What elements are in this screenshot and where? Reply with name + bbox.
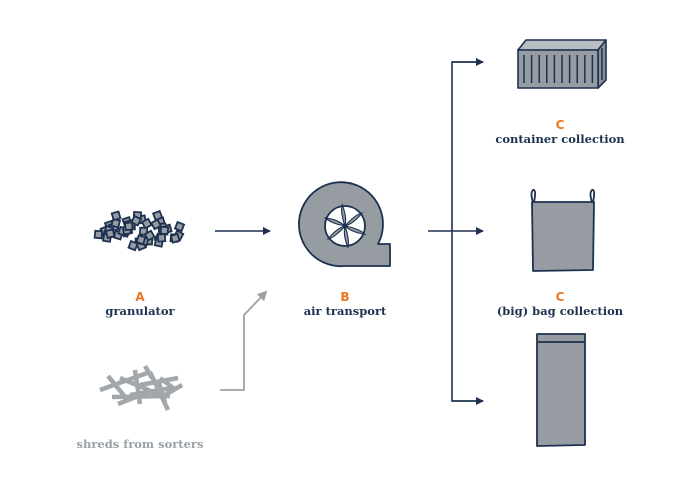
shred-piece	[163, 383, 184, 397]
fan-blade	[326, 224, 347, 240]
granule	[151, 209, 164, 222]
air-transport-label: B air transport	[290, 290, 400, 318]
granulator-label: A granulator	[90, 290, 190, 318]
granule	[143, 229, 156, 242]
branch-arrows	[428, 58, 484, 405]
fan-blade	[341, 203, 347, 228]
granule	[173, 220, 186, 233]
shred-piece	[143, 364, 154, 380]
shred-piece	[132, 369, 143, 405]
container-name: container collection	[495, 132, 625, 146]
shreds-label: shreds from sorters	[76, 437, 204, 451]
granule	[123, 221, 134, 232]
container-icon	[517, 39, 607, 89]
fan-blower-icon	[298, 181, 391, 268]
air-transport-name: air transport	[303, 304, 387, 318]
big-bag-icon	[530, 188, 595, 272]
container-letter: C	[555, 118, 565, 132]
sack-icon	[536, 333, 586, 447]
air-transport-letter: B	[340, 290, 350, 304]
granule	[169, 232, 181, 244]
granule	[159, 225, 170, 236]
big-bag-label: C (big) bag collection	[490, 290, 630, 318]
granule	[93, 229, 104, 240]
granules-icon	[93, 209, 186, 252]
shred-piece	[106, 374, 128, 400]
fan-blade	[343, 212, 364, 228]
granule	[135, 234, 147, 246]
arrow-shreds-to-air-transport	[220, 290, 268, 391]
big-bag-name: (big) bag collection	[496, 304, 624, 318]
granulator-name: granulator	[105, 304, 175, 318]
granule	[127, 239, 139, 252]
shred-piece	[129, 385, 173, 398]
granule	[130, 214, 143, 227]
big-bag-letter: C	[555, 290, 565, 304]
granule	[140, 217, 153, 230]
container-label: C container collection	[490, 118, 630, 146]
granule	[110, 210, 122, 222]
fan-blade	[343, 225, 367, 235]
granule	[156, 233, 167, 243]
granulator-letter: A	[135, 290, 145, 304]
granule	[150, 218, 162, 231]
shred-piece	[117, 390, 147, 407]
fan-blade	[323, 217, 347, 227]
granule	[104, 228, 116, 239]
fan-blade	[343, 224, 349, 249]
shreds-icon	[99, 364, 184, 411]
